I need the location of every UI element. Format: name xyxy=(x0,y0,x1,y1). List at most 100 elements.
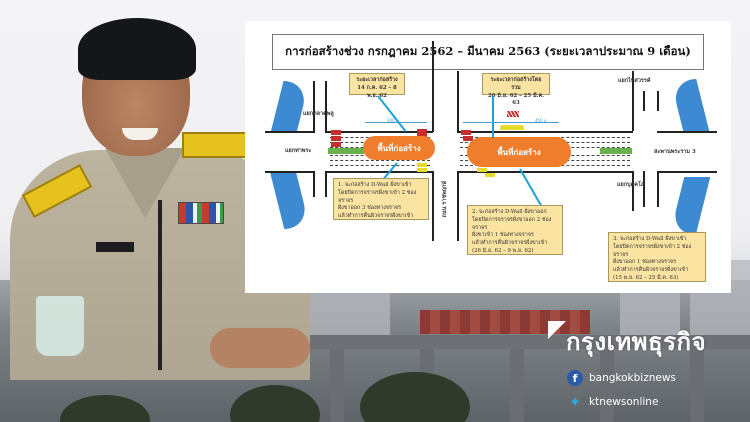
note-1-line: 1. จะก่อสร้าง D-Wall ฝั่งขาเข้า xyxy=(338,182,412,188)
note-2-line: ฝั่งขาเข้า 1 ช่องทางจราจร xyxy=(472,232,534,239)
road-edge xyxy=(632,71,634,131)
road-edge xyxy=(265,131,315,133)
road-edge xyxy=(457,171,459,241)
twitter-link[interactable]: ✦ ktnewsonline xyxy=(567,393,659,411)
junction-label-center: ถนน ราชพฤกษ์ xyxy=(442,181,448,218)
callout-period-1-line2: 14 ก.ค. 62 – 8 พ.ย. 62 xyxy=(357,84,397,99)
road-edge xyxy=(457,171,633,173)
twitter-icon: ✦ xyxy=(568,393,582,411)
road-edge xyxy=(643,171,645,207)
note-3-line: (15 พ.ย. 62 – 25 มี.ค. 63) xyxy=(613,274,679,281)
note-2-line: โดยปิดการจราจรฝั่งขาออก 2 ช่องจราจร xyxy=(472,216,552,231)
junction-label-left-top: แยกตลาดพลู xyxy=(303,111,334,117)
background-building xyxy=(300,290,390,340)
note-2-line: (26 มิ.ย. 62 – 9 พ.ย. 62) xyxy=(472,247,534,254)
barrier-yellow xyxy=(485,173,495,177)
pointer-arrow xyxy=(492,96,494,138)
barrier-yellow xyxy=(417,168,427,172)
note-1-line: โดยปิดการจราจรฝั่งขาเข้า 2 ช่องจราจร xyxy=(338,189,417,204)
construction-zone-label: พื้นที่ก่อสร้าง xyxy=(497,146,541,157)
road-edge xyxy=(632,171,634,211)
callout-period-1-line1: ระยะเวลาก่อสร้าง xyxy=(356,77,398,83)
note-1-line: ฝั่งขาออก 3 ช่องทางจราจร xyxy=(338,205,401,212)
diagram-title: การก่อสร้างช่วง กรกฎาคม 2562 – มีนาคม 25… xyxy=(285,44,691,58)
pointer-arrow xyxy=(377,95,407,133)
background-pillar xyxy=(690,349,704,422)
green-lane-left xyxy=(328,148,364,154)
callout-period-1: ระยะเวลาก่อสร้าง 14 ก.ค. 62 – 8 พ.ย. 62 xyxy=(349,73,405,99)
background-viaduct xyxy=(280,335,750,349)
background-pillar xyxy=(600,349,614,422)
road-edge xyxy=(325,131,433,133)
background-pillar xyxy=(330,349,344,422)
barrier-red xyxy=(461,130,471,135)
dimension-right-label: 450 ม. xyxy=(535,118,548,123)
epaulet-right xyxy=(182,132,248,158)
road-edge xyxy=(657,131,717,133)
junction-label-right-middle: สะพานพระราม 3 xyxy=(654,149,696,155)
note-3-line: แล้วทำการคืนผิวจราจรฝั่งขาเข้า xyxy=(613,267,689,274)
barrier-red xyxy=(331,130,341,135)
callout-period-2-line2: 26 มิ.ย. 62 – 25 มี.ค. 63 xyxy=(488,92,544,107)
lane-marking xyxy=(330,160,430,161)
construction-zone-left: พื้นที่ก่อสร้าง xyxy=(363,136,435,160)
junction-label-left-middle: แยกท่าพระ xyxy=(285,148,312,154)
microphone xyxy=(158,200,162,370)
water-glass xyxy=(36,296,84,356)
road-edge xyxy=(432,41,434,132)
road-edge xyxy=(643,91,645,111)
note-3-line: ฝั่งขาออก 1 ช่องทางจราจร xyxy=(613,259,676,266)
barrier-red xyxy=(417,129,427,134)
junction-label-right-top: แยกไทสวรรค์ xyxy=(618,78,651,84)
green-lane-right xyxy=(600,148,632,154)
note-3-line: โดยปิดการจราจรฝั่งขาเข้า 2 ช่องจราจร xyxy=(613,243,692,258)
road-edge xyxy=(325,81,327,131)
river-right-top xyxy=(670,79,710,133)
dimension-left xyxy=(365,122,427,123)
hand-with-pen xyxy=(210,328,310,368)
medal-ribbons xyxy=(178,202,224,224)
note-3: 3. จะก่อสร้าง D-Wall ฝั่งขาเข้า โดยปิดกา… xyxy=(608,232,706,282)
note-1: 1. จะก่อสร้าง D-Wall ฝั่งขาเข้า โดยปิดกา… xyxy=(333,178,429,220)
hair xyxy=(78,18,196,80)
note-1-line: แล้วทำการคืนผิวจราจรฝั่งขาเข้า xyxy=(338,213,414,220)
river-left-bottom xyxy=(269,171,311,229)
road-edge xyxy=(457,131,633,133)
road-edge xyxy=(432,171,434,241)
barrier-yellow xyxy=(500,125,524,130)
background-tree xyxy=(360,372,470,422)
barrier-yellow xyxy=(417,163,427,167)
background-pillar xyxy=(510,349,524,422)
road-edge xyxy=(657,171,717,173)
road-edge xyxy=(325,171,327,197)
barrier-red xyxy=(463,136,473,141)
smile xyxy=(122,128,158,140)
road-edge xyxy=(657,171,659,207)
facebook-icon: f xyxy=(567,370,583,386)
river-right-bottom xyxy=(669,177,711,235)
name-tag xyxy=(96,242,134,252)
road-edge xyxy=(325,171,433,173)
barrier-yellow xyxy=(477,168,487,172)
brand-logo-text: กรุงเทพธุรกิจ xyxy=(566,328,707,356)
callout-period-2-line1: ระยะเวลาก่อสร้างโดยรวม xyxy=(490,77,542,91)
road-edge xyxy=(657,91,659,111)
road-edge xyxy=(457,71,459,131)
construction-zone-right: พื้นที่ก่อสร้าง xyxy=(467,137,571,167)
construction-diagram: การก่อสร้างช่วง กรกฎาคม 2562 – มีนาคม 25… xyxy=(245,21,731,293)
barrier-red xyxy=(331,136,341,141)
note-2-line: 2. จะก่อสร้าง D-Wall ฝั่งขาออก xyxy=(472,209,547,215)
callout-period-2: ระยะเวลาก่อสร้างโดยรวม 26 มิ.ย. 62 – 25 … xyxy=(482,73,550,106)
twitter-handle: ktnewsonline xyxy=(589,396,659,408)
lane-marking xyxy=(330,165,430,166)
junction-label-right-bottom: แยกบุคคโล xyxy=(617,182,645,188)
note-2: 2. จะก่อสร้าง D-Wall ฝั่งขาออก โดยปิดการ… xyxy=(467,205,563,255)
facebook-link[interactable]: f bangkokbiznews xyxy=(567,370,676,386)
construction-zone-label: พื้นที่ก่อสร้าง xyxy=(377,142,421,153)
barrier-red xyxy=(331,142,341,147)
road-edge xyxy=(313,171,315,197)
dimension-right xyxy=(463,122,559,123)
road-edge xyxy=(265,171,315,173)
diagram-title-box: การก่อสร้างช่วง กรกฎาคม 2562 – มีนาคม 25… xyxy=(272,34,704,70)
river-left-top xyxy=(270,81,310,133)
